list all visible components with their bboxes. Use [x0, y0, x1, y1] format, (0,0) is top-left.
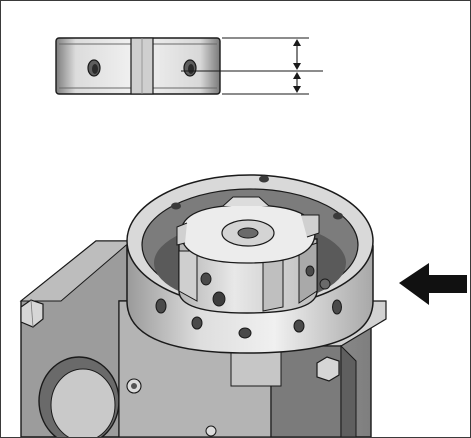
bolt-right — [316, 356, 340, 382]
dimension-lines — [181, 37, 323, 95]
front-screw — [126, 378, 142, 394]
clamp-hole-left — [87, 59, 101, 77]
clamp-part — [55, 37, 221, 95]
insert-arrow-icon — [399, 263, 467, 305]
clamp-hole-right — [183, 59, 197, 77]
inner-hub — [176, 196, 331, 314]
bolt-left — [20, 299, 44, 328]
side-bore — [38, 356, 120, 437]
ring-holes — [155, 298, 342, 339]
